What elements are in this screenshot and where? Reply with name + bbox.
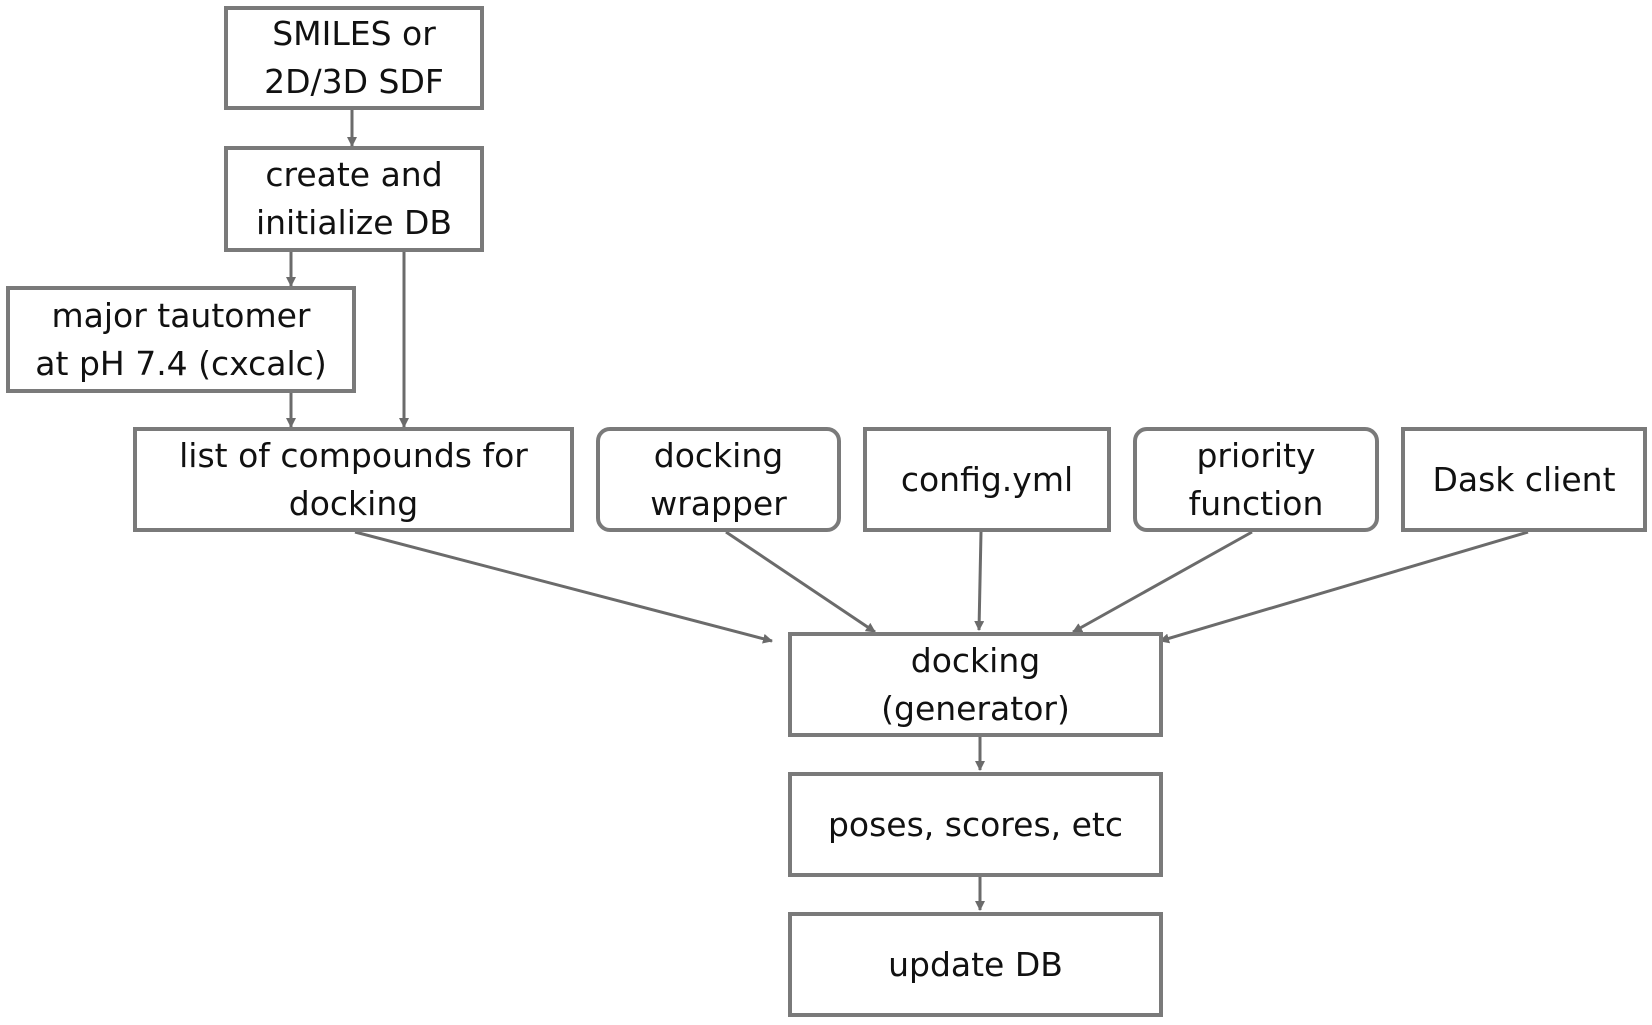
node-config-label: config.yml	[900, 459, 1074, 499]
node-update: update DB	[788, 912, 1163, 1017]
node-dask: Dask client	[1401, 427, 1647, 532]
node-create-db: create and initialize DB	[224, 146, 484, 252]
node-priority-label: priority function	[1188, 435, 1324, 523]
node-priority: priority function	[1133, 427, 1379, 532]
edge-compound-list-to-docking	[354, 530, 773, 644]
node-docking-label: docking (generator)	[881, 640, 1070, 728]
node-compound-list: list of compounds for docking	[133, 427, 574, 532]
node-compound-list-label: list of compounds for docking	[179, 435, 528, 523]
node-dask-label: Dask client	[1432, 459, 1616, 499]
node-tautomer: major tautomer at pH 7.4 (cxcalc)	[6, 286, 356, 393]
node-docking-wrapper-label: docking wrapper	[650, 435, 787, 523]
node-poses-label: poses, scores, etc	[827, 804, 1124, 844]
node-poses: poses, scores, etc	[788, 772, 1163, 877]
node-update-label: update DB	[888, 944, 1063, 984]
node-docking: docking (generator)	[788, 632, 1163, 737]
edge-docking-wrapper-to-docking	[725, 530, 876, 634]
node-create-db-label: create and initialize DB	[255, 155, 453, 242]
node-config: config.yml	[863, 427, 1111, 532]
edge-priority-to-docking	[1072, 530, 1253, 634]
node-input-label: SMILES or 2D/3D SDF	[264, 14, 444, 101]
node-tautomer-label: major tautomer at pH 7.4 (cxcalc)	[35, 295, 327, 383]
edge-config-to-docking	[974, 531, 985, 631]
edge-dask-to-docking	[1159, 530, 1529, 644]
node-input: SMILES or 2D/3D SDF	[224, 6, 484, 110]
node-docking-wrapper: docking wrapper	[596, 427, 841, 532]
